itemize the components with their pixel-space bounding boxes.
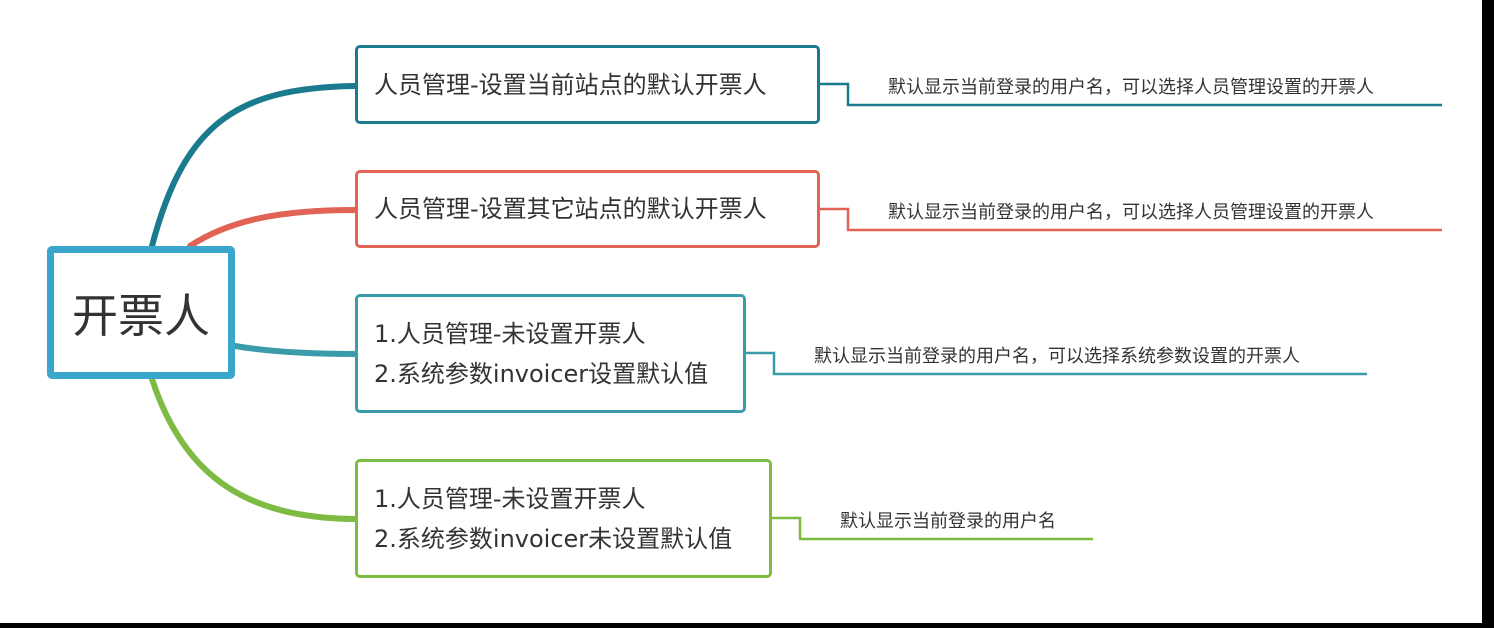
branch-node-4-line-1: 1.人员管理-未设置开票人 — [374, 484, 646, 513]
branch-node-2[interactable]: 人员管理-设置其它站点的默认开票人 — [355, 170, 820, 248]
root-node[interactable]: 开票人 — [47, 246, 235, 379]
branch-node-4[interactable]: 1.人员管理-未设置开票人 2.系统参数invoicer未设置默认值 — [355, 459, 772, 578]
frame-border-right — [1482, 0, 1494, 628]
branch-node-3-line-1: 1.人员管理-未设置开票人 — [374, 319, 646, 348]
connector-root-branch-3 — [232, 343, 358, 357]
branch-node-1[interactable]: 人员管理-设置当前站点的默认开票人 — [355, 45, 820, 124]
branch-node-3[interactable]: 1.人员管理-未设置开票人 2.系统参数invoicer设置默认值 — [355, 294, 746, 413]
connector-branch-1-leaf — [820, 82, 1442, 107]
connector-branch-4-leaf — [772, 516, 1093, 541]
branch-node-1-label: 人员管理-设置当前站点的默认开票人 — [374, 70, 767, 99]
frame-border-bottom — [0, 623, 1494, 628]
connector-root-branch-2 — [187, 207, 358, 249]
leaf-node-4[interactable]: 默认显示当前登录的用户名 — [840, 511, 1056, 532]
branch-node-3-line-2: 2.系统参数invoicer设置默认值 — [374, 359, 709, 388]
root-node-label: 开票人 — [72, 288, 210, 343]
connector-root-branch-1 — [149, 83, 358, 249]
leaf-node-1[interactable]: 默认显示当前登录的用户名，可以选择人员管理设置的开票人 — [888, 77, 1374, 98]
connector-branch-3-leaf — [746, 351, 1367, 376]
leaf-node-3[interactable]: 默认显示当前登录的用户名，可以选择系统参数设置的开票人 — [814, 346, 1300, 367]
branch-node-4-line-2: 2.系统参数invoicer未设置默认值 — [374, 524, 733, 553]
branch-node-2-label: 人员管理-设置其它站点的默认开票人 — [374, 195, 767, 223]
connector-root-branch-4 — [149, 376, 358, 522]
connector-branch-2-leaf — [820, 207, 1442, 232]
leaf-node-2[interactable]: 默认显示当前登录的用户名，可以选择人员管理设置的开票人 — [888, 202, 1374, 223]
